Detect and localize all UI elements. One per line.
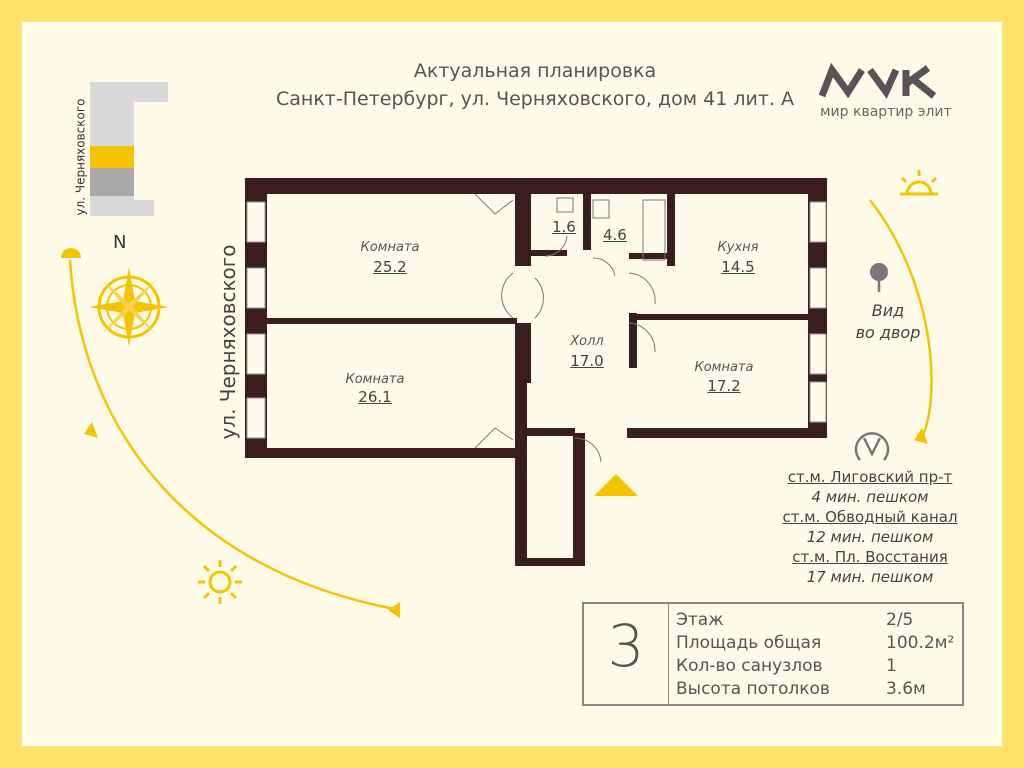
bathroom-area: 4.6 <box>603 226 627 244</box>
sun-icon-left <box>61 248 81 258</box>
metro-station-1: ст.м. Лиговский пр-т <box>787 468 953 486</box>
room-2-name: Комната <box>345 372 405 387</box>
hall-area: 17.0 <box>570 352 604 370</box>
room-1-area: 25.2 <box>373 258 407 276</box>
street-label-main: ул. Черняховского <box>216 244 240 440</box>
info-value-bathrooms: 1 <box>886 656 897 676</box>
page-title: Актуальная планировка <box>413 60 657 82</box>
rooms-count: 3 <box>607 612 645 680</box>
info-label-total-area: Площадь общая <box>676 633 822 653</box>
address: Санкт-Петербург, ул. Черняховского, дом … <box>276 88 794 110</box>
room-2-area: 26.1 <box>358 388 392 406</box>
view-label: Вид во двор <box>838 300 938 344</box>
content-frame <box>22 22 1002 746</box>
entrance-marker <box>594 474 638 496</box>
view-line1: Вид <box>871 301 905 320</box>
room-3-area: 17.2 <box>707 377 741 395</box>
north-label: N <box>113 232 127 253</box>
logo-text: мир квартир элит <box>820 104 952 120</box>
metro-walk-1: 4 мин. пешком <box>811 488 929 506</box>
info-value-ceiling: 3.6м <box>886 679 926 699</box>
hall-name: Холл <box>570 334 604 349</box>
metro-walk-2: 12 мин. пешком <box>806 528 934 546</box>
kitchen-name: Кухня <box>717 240 759 255</box>
floor-plan <box>245 178 827 566</box>
view-line2: во двор <box>855 323 921 342</box>
building-minimap <box>90 82 168 216</box>
info-value-total-area: 100.2м² <box>886 633 955 653</box>
info-label-bathrooms: Кол-во санузлов <box>676 656 823 676</box>
metro-station-3: ст.м. Пл. Восстания <box>792 548 948 566</box>
room-1-name: Комната <box>360 240 420 255</box>
metro-walk-3: 17 мин. пешком <box>806 568 934 586</box>
info-label-ceiling: Высота потолков <box>676 679 830 699</box>
wc-area: 1.6 <box>552 218 576 236</box>
metro-station-2: ст.м. Обводный канал <box>782 508 958 526</box>
kitchen-area: 14.5 <box>721 258 755 276</box>
info-divider <box>668 604 669 704</box>
info-label-floor: Этаж <box>676 610 724 630</box>
apartment-info-table: 3 Этаж 2/5 Площадь общая 100.2м² Кол-во … <box>582 602 964 706</box>
sun-icon-bottom <box>198 560 242 604</box>
compass-icon <box>89 267 169 347</box>
sun-icon-right <box>900 170 938 196</box>
location-pin-icon <box>870 263 888 292</box>
sun-path-diagram <box>68 199 933 618</box>
company-logo <box>818 62 937 99</box>
room-3-name: Комната <box>694 360 754 375</box>
metro-icon <box>854 432 890 461</box>
info-value-floor: 2/5 <box>886 610 914 630</box>
